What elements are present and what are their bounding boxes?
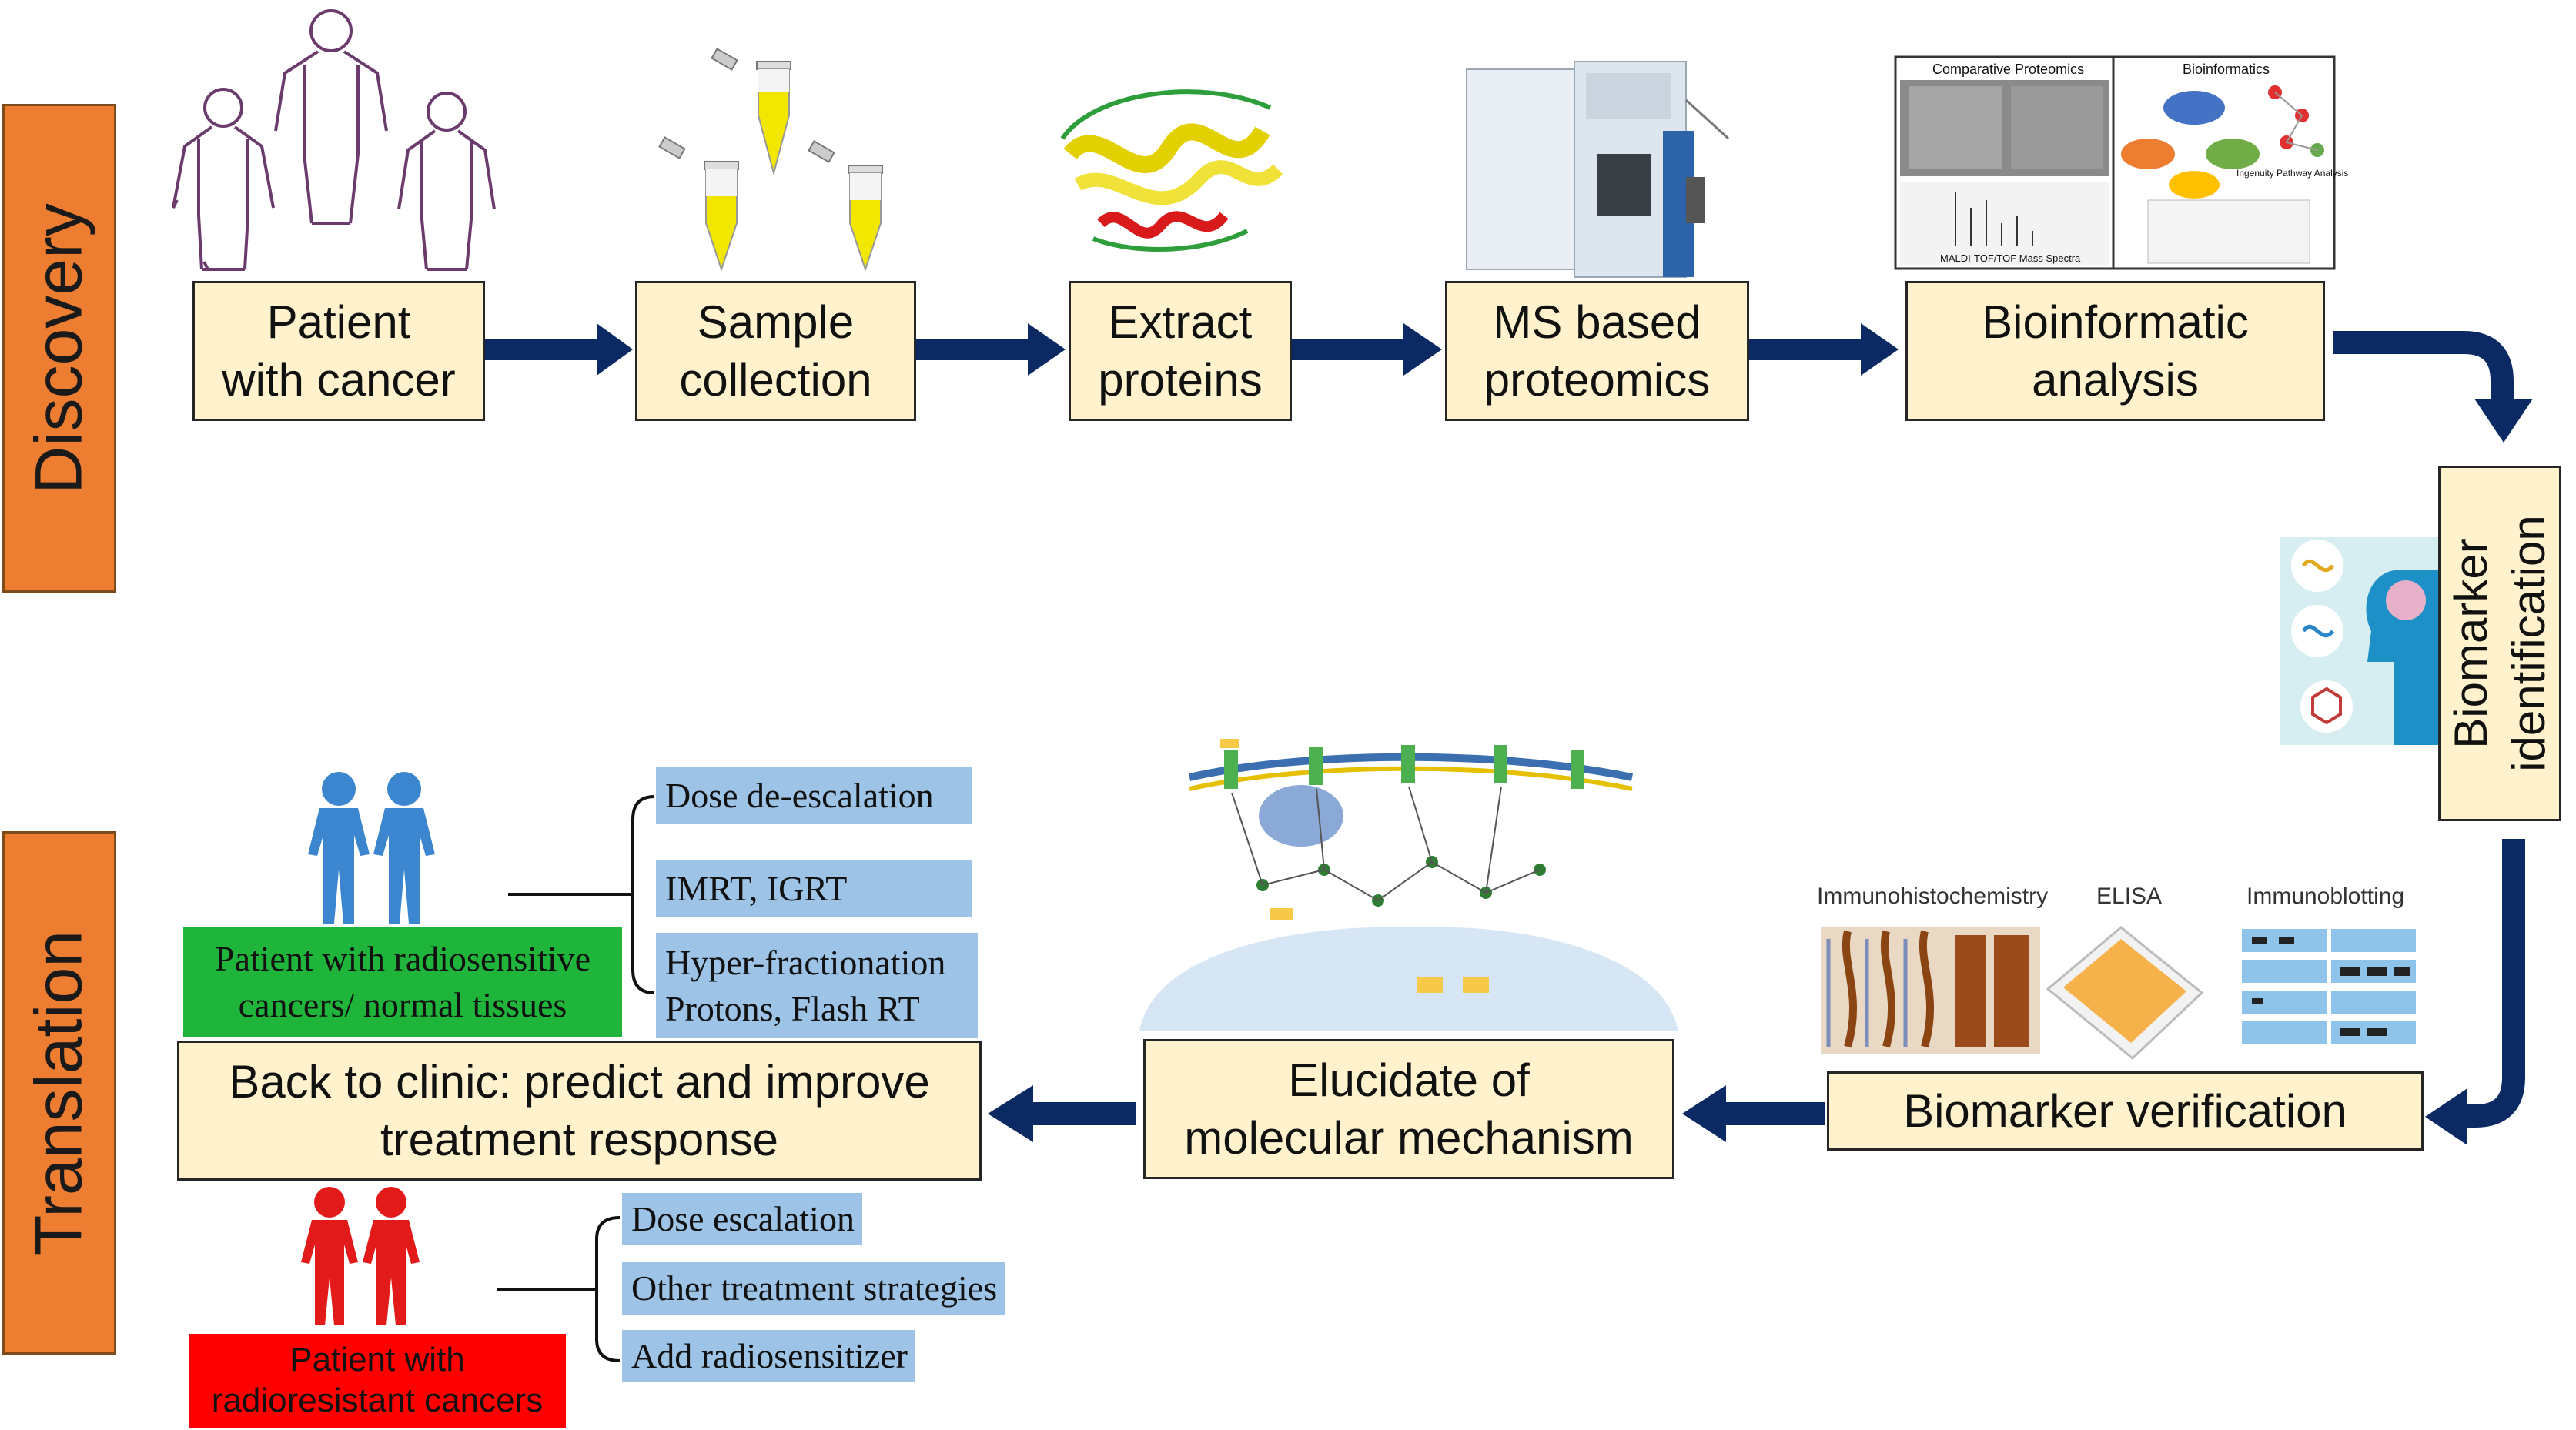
patient-red-icon bbox=[301, 1187, 420, 1325]
step-label: Extract proteins bbox=[1098, 296, 1263, 406]
bioinfo-left-title: Comparative Proteomics bbox=[1932, 62, 2085, 77]
arrow-translation-1 bbox=[1682, 1085, 1825, 1142]
option-dose-escalation: Dose escalation bbox=[622, 1193, 862, 1245]
option-label: Dose escalation bbox=[631, 1199, 855, 1239]
option-label: Add radiosensitizer bbox=[631, 1336, 908, 1376]
stage-translation-label: Translation bbox=[22, 930, 96, 1256]
patient-outline-icon-1 bbox=[172, 88, 275, 271]
option-dose-deescalation: Dose de-escalation bbox=[656, 767, 972, 824]
method-label: ELISA bbox=[2096, 884, 2163, 909]
step-label: MS based proteomics bbox=[1484, 296, 1711, 406]
patient-outline-icon-3 bbox=[397, 92, 496, 271]
stage-discovery: Discovery bbox=[2, 104, 116, 593]
step-label: Biomarker identification bbox=[2445, 515, 2555, 772]
step-elucidate-mechanism: Elucidate of molecular mechanism bbox=[1143, 1039, 1674, 1179]
arrow-translation-2 bbox=[988, 1085, 1136, 1142]
step-biomarker-verification: Biomarker verification bbox=[1827, 1071, 2424, 1151]
bracket-radiosensitive bbox=[508, 795, 655, 994]
bracket-radioresistant bbox=[497, 1216, 621, 1362]
step-label: Biomarker verification bbox=[1903, 1085, 2347, 1137]
step-label: Back to clinic: predict and improve trea… bbox=[229, 1056, 930, 1165]
step-patient-with-cancer: Patient with cancer bbox=[192, 281, 485, 421]
sample-tube-icon-2 bbox=[658, 136, 739, 272]
method-label: Immunohistochemistry bbox=[1817, 884, 2049, 909]
mass-spectrometer-icon bbox=[1466, 61, 1730, 278]
option-label: IMRT, IGRT bbox=[665, 869, 848, 909]
option-label: Dose de-escalation bbox=[665, 776, 934, 816]
step-sample-collection: Sample collection bbox=[635, 281, 916, 421]
sample-tube-icon-1 bbox=[711, 48, 791, 176]
step-label: Sample collection bbox=[679, 296, 872, 406]
option-hyperfractionation: Hyper-fractionation Protons, Flash RT bbox=[656, 933, 978, 1038]
pathway-diagram-image bbox=[1139, 739, 1678, 1031]
step-label: Bioinformatic analysis bbox=[1982, 296, 2249, 406]
step-label: Elucidate of molecular mechanism bbox=[1184, 1054, 1634, 1164]
radiosensitive-label: Patient with radiosensitive cancers/ nor… bbox=[183, 927, 622, 1037]
option-label: Other treatment strategies bbox=[631, 1268, 998, 1308]
immunohistochemistry-image bbox=[1821, 927, 2040, 1054]
arrow-to-verification bbox=[2425, 839, 2525, 1145]
immunoblotting-image bbox=[2240, 927, 2417, 1054]
method-label: Immunoblotting bbox=[2246, 884, 2405, 909]
bioinfo-spectra-label: MALDI-TOF/TOF Mass Spectra bbox=[1940, 252, 2081, 264]
biomarker-head-illustration bbox=[2280, 537, 2441, 745]
arrow-discovery-4 bbox=[1749, 323, 1899, 376]
stage-discovery-label: Discovery bbox=[22, 202, 96, 494]
step-ms-proteomics: MS based proteomics bbox=[1445, 281, 1749, 421]
arrow-to-identification bbox=[2333, 331, 2533, 443]
step-back-to-clinic: Back to clinic: predict and improve trea… bbox=[177, 1041, 982, 1181]
option-label: Hyper-fractionation Protons, Flash RT bbox=[665, 942, 946, 1028]
step-label: Patient with cancer bbox=[222, 296, 456, 406]
radiosensitive-label-text: Patient with radiosensitive cancers/ nor… bbox=[214, 939, 591, 1024]
step-bioinformatic-analysis: Bioinformatic analysis bbox=[1905, 281, 2325, 421]
sample-tube-icon-3 bbox=[808, 140, 883, 272]
radioresistant-label: Patient with radioresistant cancers bbox=[189, 1334, 566, 1428]
elisa-plate-image bbox=[2046, 926, 2204, 1060]
bioinformatics-panel-image bbox=[1894, 55, 2336, 270]
stage-translation: Translation bbox=[2, 831, 116, 1355]
option-radiosensitizer: Add radiosensitizer bbox=[622, 1330, 915, 1382]
bioinfo-pathway-label: Ingenuity Pathway Analysis bbox=[2236, 168, 2349, 179]
protein-structure-icon bbox=[1060, 89, 1283, 252]
step-extract-proteins: Extract proteins bbox=[1069, 281, 1292, 421]
option-imrt-igrt: IMRT, IGRT bbox=[656, 860, 972, 917]
arrow-discovery-3 bbox=[1292, 323, 1442, 376]
radioresistant-label-text: Patient with radioresistant cancers bbox=[211, 1341, 544, 1419]
step-biomarker-identification: Biomarker identification bbox=[2438, 466, 2561, 821]
patient-blue-icon bbox=[308, 772, 435, 924]
arrow-discovery-2 bbox=[916, 323, 1066, 376]
option-other-strategies: Other treatment strategies bbox=[622, 1262, 1005, 1315]
bioinfo-right-title: Bioinformatics bbox=[2183, 62, 2270, 77]
arrow-discovery-1 bbox=[485, 323, 633, 376]
patient-outline-icon-2 bbox=[274, 9, 388, 225]
